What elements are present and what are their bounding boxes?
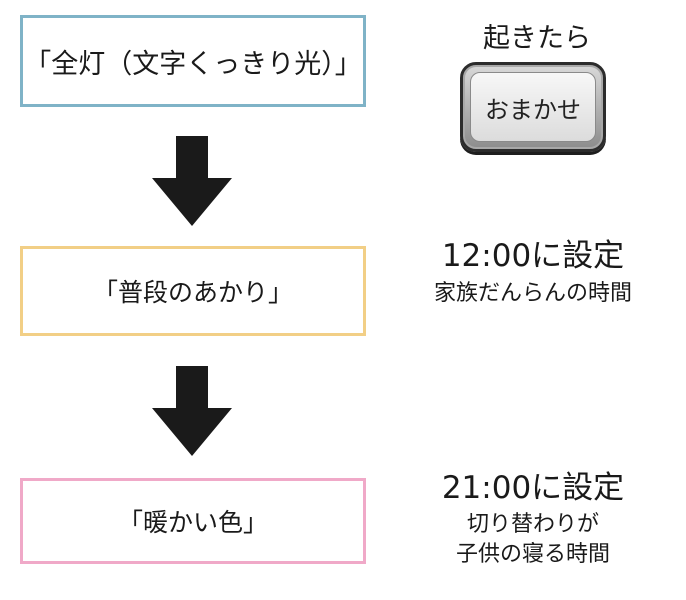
mode-box-full-light: 「全灯（文字くっきり光）」 — [20, 15, 366, 107]
mode-label-everyday-light: 「普段のあかり」 — [92, 278, 293, 307]
omakase-button-label: おまかせ — [470, 72, 596, 142]
setting-description-bedtime: 切り替わりが 子供の寝る時間 — [420, 510, 646, 570]
setting-description-line: 子供の寝る時間 — [455, 542, 610, 567]
setting-time-noon: 12:00に設定 — [441, 238, 625, 274]
mode-label-full-light: 「全灯（文字くっきり光）」 — [24, 48, 362, 80]
down-arrow-icon — [152, 366, 232, 456]
wake-up-label: 起きたら — [483, 23, 591, 54]
mode-label-warm-color: 「暖かい色」 — [117, 508, 268, 537]
down-arrow-icon — [152, 136, 232, 226]
omakase-button[interactable]: おまかせ — [460, 62, 606, 152]
setting-time-night: 21:00に設定 — [441, 470, 625, 506]
setting-description-family-time: 家族だんらんの時間 — [433, 281, 632, 306]
mode-box-everyday-light: 「普段のあかり」 — [20, 246, 366, 336]
setting-description-line: 切り替わりが — [466, 512, 599, 537]
mode-box-warm-color: 「暖かい色」 — [20, 478, 366, 564]
